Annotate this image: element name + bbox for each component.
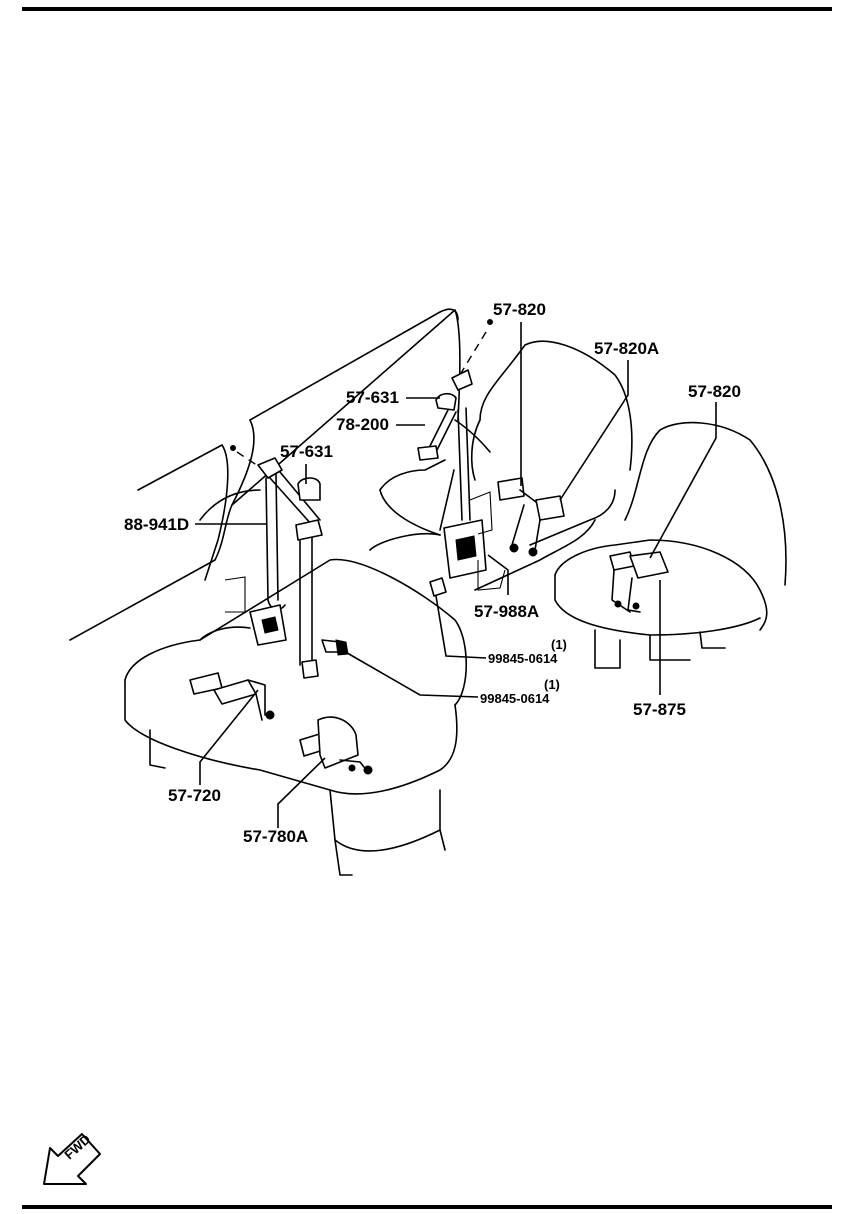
left-anchor-bolt [321,639,349,656]
label-right-buckle: 57-820A [594,339,660,358]
label-bolt2-part: 99845-0614 [480,691,550,706]
center-anchor-bolt [429,577,447,597]
top-border-rule [22,7,832,11]
right-single-seat [554,421,787,669]
right-seat-buckle [609,551,669,613]
label-lower-buckle: 57-720 [168,786,221,805]
label-bolt2-qty: (1) [544,677,560,692]
label-left-belt: 88-941D [124,515,190,534]
label-upper-cover: 57-631 [346,388,399,407]
label-top-anchor: 57-820 [493,300,546,319]
fwd-arrow-icon [43,1133,101,1185]
label-guide: 78-200 [336,415,389,434]
middle-seatback [454,340,633,481]
label-bolt1-part: 99845-0614 [488,651,558,666]
label-bolt1-qty: (1) [551,637,567,652]
lower-left-buckle [189,672,275,721]
label-right-seat-belt: 57-875 [633,700,686,719]
label-center-buckle: 57-780A [243,827,309,846]
label-retractor: 57-988A [474,602,540,621]
center-shoulder-belt-assembly [417,319,506,591]
label-left-cover: 57-631 [280,442,333,461]
middle-buckle-set [497,477,565,557]
center-lap-buckle [299,716,373,775]
leader-lines [195,322,717,828]
bottom-border-rule [22,1205,832,1209]
middle-cushion [369,459,616,591]
left-trim-cover [297,477,321,501]
label-far-right: 57-820 [688,382,741,401]
